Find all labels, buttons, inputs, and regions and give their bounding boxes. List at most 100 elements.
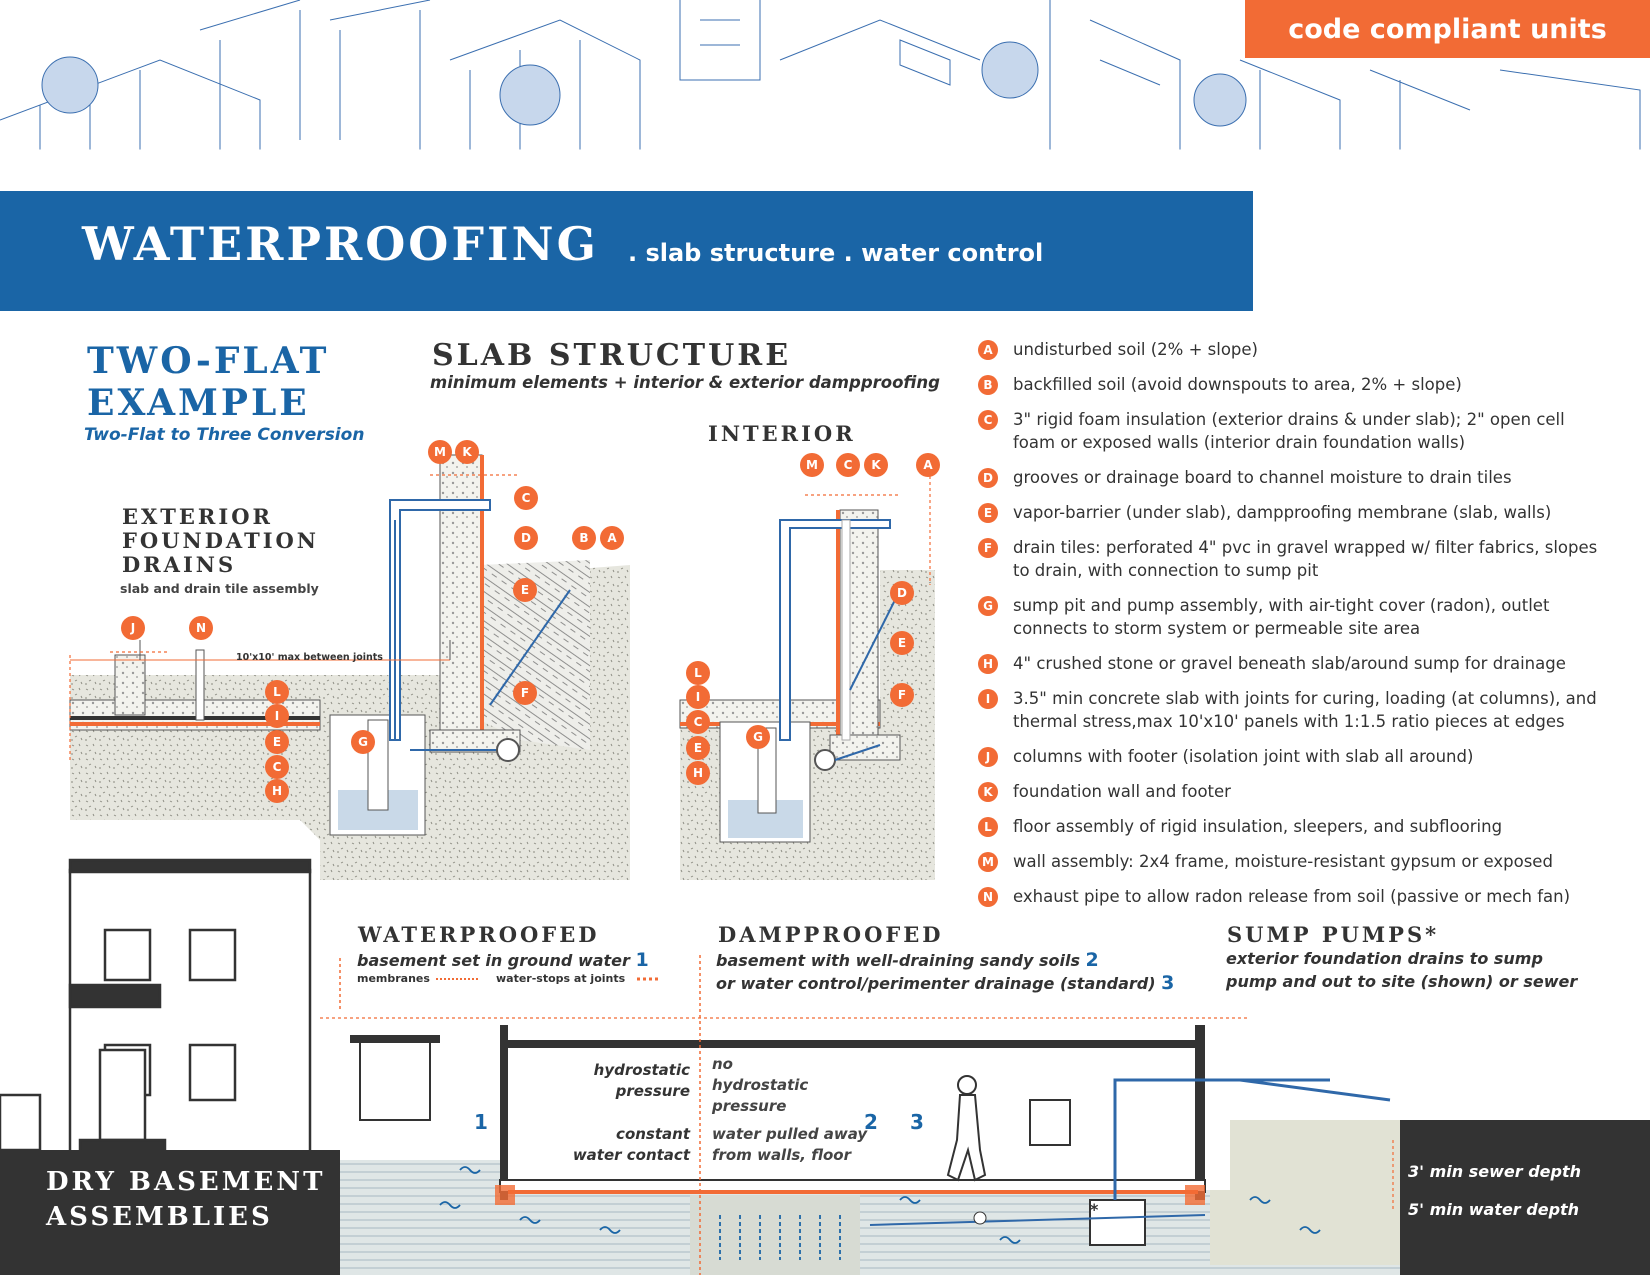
- interior-section: [679, 509, 935, 880]
- two-flat-house: [0, 858, 312, 1162]
- hydrostatic-pressure-label: hydrostatic pressure: [593, 1061, 690, 1100]
- dampproofed-desc-1: basement with well-draining sandy soils …: [716, 949, 1099, 971]
- callout-ie2: E: [686, 736, 710, 760]
- callout-ie: E: [890, 631, 914, 655]
- callout-ih: H: [686, 761, 710, 785]
- svg-text:G: G: [358, 735, 368, 749]
- callout-d: D: [514, 526, 538, 550]
- svg-text:L: L: [273, 685, 281, 699]
- callout-a: A: [600, 526, 624, 550]
- svg-text:M: M: [806, 458, 818, 472]
- svg-text:C: C: [522, 491, 531, 505]
- callout-j: J: [121, 616, 145, 640]
- callout-il: L: [686, 661, 710, 685]
- dampproofed-title: DAMPPROOFED: [718, 922, 944, 947]
- exterior-title: EXTERIOR FOUNDATION DRAINS: [122, 504, 320, 577]
- joint-note: 10'x10' max between joints: [236, 652, 383, 663]
- category-badge: code compliant units: [1245, 0, 1650, 58]
- callout-c2: C: [265, 755, 289, 779]
- interior-title: INTERIOR: [708, 421, 856, 446]
- water-depth-label: 5' min water depth: [1408, 1200, 1580, 1219]
- svg-text:D: D: [897, 586, 907, 600]
- waterstops-label: water-stops at joints: [496, 972, 626, 985]
- callout-k: K: [455, 440, 479, 464]
- svg-text:E: E: [694, 741, 702, 755]
- callout-g: G: [351, 730, 375, 754]
- callout-l: L: [265, 680, 289, 704]
- sump-desc-2: pump and out to site (shown) or sewer: [1226, 972, 1578, 991]
- svg-text:A: A: [607, 531, 617, 545]
- callout-n: N: [189, 616, 213, 640]
- svg-text:C: C: [273, 760, 282, 774]
- page-title: WATERPROOFING: [82, 217, 599, 271]
- svg-text:F: F: [898, 688, 906, 702]
- svg-text:A: A: [923, 458, 933, 472]
- title-banner: WATERPROOFING . slab structure . water c…: [0, 191, 1253, 311]
- callout-m: M: [428, 440, 452, 464]
- callout-i: I: [265, 704, 289, 728]
- dry-basement-title: DRY BASEMENT ASSEMBLIES: [46, 1167, 326, 1232]
- svg-text:E: E: [273, 735, 281, 749]
- svg-text:E: E: [521, 583, 529, 597]
- callout-id: D: [890, 581, 914, 605]
- svg-text:C: C: [844, 458, 853, 472]
- exterior-subtitle: slab and drain tile assembly: [120, 581, 319, 596]
- no-hydrostatic-label: no hydrostatic pressure: [712, 1055, 809, 1115]
- sump-desc-1: exterior foundation drains to sump: [1226, 949, 1543, 968]
- dampproofed-desc-2: or water control/perimenter drainage (st…: [716, 972, 1175, 994]
- callout-f: F: [513, 681, 537, 705]
- sump-star: *: [1090, 1200, 1099, 1219]
- sewer-depth-label: 3' min sewer depth: [1408, 1162, 1581, 1181]
- svg-text:I: I: [696, 690, 700, 704]
- basement-section: [340, 1025, 1650, 1275]
- dry-basement-dark-bar: [0, 1150, 340, 1275]
- svg-text:H: H: [693, 766, 703, 780]
- waterproofed-desc: basement set in ground water 1: [357, 949, 649, 971]
- callout-ik: K: [864, 453, 888, 477]
- callout-ia: A: [916, 453, 940, 477]
- callout-ig: G: [746, 725, 770, 749]
- svg-text:D: D: [521, 531, 531, 545]
- water-pulled-label: water pulled away from walls, floor: [712, 1125, 868, 1164]
- slab-structure-title: SLAB STRUCTURE: [432, 338, 792, 373]
- callout-im: M: [800, 453, 824, 477]
- callout-b: B: [572, 526, 596, 550]
- waterproofed-title: WATERPROOFED: [358, 922, 600, 947]
- two-flat-title: TWO-FLAT EXAMPLE: [87, 340, 330, 424]
- callout-ic: C: [836, 453, 860, 477]
- svg-text:E: E: [898, 636, 906, 650]
- marker-1: 1: [474, 1110, 488, 1134]
- membranes-label: membranes: [357, 972, 430, 985]
- callout-ii: I: [686, 685, 710, 709]
- basement-guide-lines: [320, 955, 1394, 1275]
- callout-markers: M K C D B A E F J N L I E C H G M C K A …: [121, 440, 940, 803]
- marker-3: 3: [910, 1110, 924, 1134]
- constant-water-label: constant water contact: [572, 1125, 690, 1164]
- svg-text:H: H: [272, 784, 282, 798]
- svg-text:K: K: [871, 458, 881, 472]
- callout-h: H: [265, 779, 289, 803]
- groundwater-waves: [439, 1166, 1321, 1260]
- svg-text:G: G: [753, 730, 763, 744]
- marker-2: 2: [864, 1110, 878, 1134]
- svg-text:C: C: [694, 715, 703, 729]
- sump-pumps-title: SUMP PUMPS*: [1227, 922, 1440, 947]
- callout-e2: E: [265, 730, 289, 754]
- callout-e: E: [513, 578, 537, 602]
- callout-c: C: [514, 486, 538, 510]
- svg-text:B: B: [579, 531, 588, 545]
- svg-text:I: I: [275, 709, 279, 723]
